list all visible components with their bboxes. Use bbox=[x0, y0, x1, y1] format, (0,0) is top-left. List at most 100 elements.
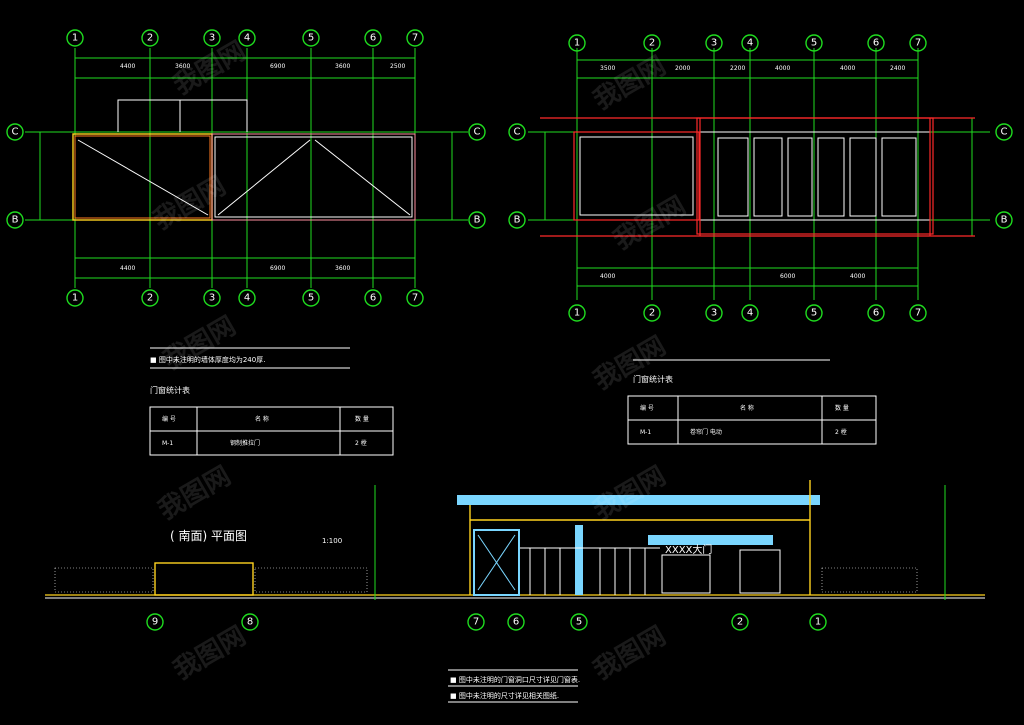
svg-text:B: B bbox=[514, 215, 521, 226]
axis-bubble: 5 bbox=[302, 29, 320, 47]
svg-text:数 量: 数 量 bbox=[835, 404, 849, 412]
axis-bubble: B bbox=[6, 211, 24, 229]
axis-bubble: 1 bbox=[568, 34, 586, 52]
axis-bubble: 3 bbox=[203, 29, 221, 47]
svg-text:我图网: 我图网 bbox=[149, 171, 232, 236]
svg-text:B: B bbox=[12, 215, 19, 226]
axis-bubble: 7 bbox=[909, 34, 927, 52]
svg-text:3600: 3600 bbox=[335, 265, 350, 272]
axis-bubble: 2 bbox=[643, 304, 661, 322]
axis-bubble: 1 bbox=[66, 289, 84, 307]
svg-text:门窗统计表: 门窗统计表 bbox=[150, 385, 190, 395]
svg-text:3: 3 bbox=[209, 33, 215, 44]
axis-bubble: C bbox=[468, 123, 486, 141]
svg-text:5: 5 bbox=[811, 38, 817, 49]
right-plan-axis-top: 1 2 3 4 5 6 7 bbox=[568, 34, 927, 52]
svg-text:4000: 4000 bbox=[600, 273, 615, 280]
svg-text:7: 7 bbox=[915, 308, 921, 319]
svg-text:钢制推拉门: 钢制推拉门 bbox=[230, 439, 260, 447]
axis-bubble: 6 bbox=[364, 29, 382, 47]
svg-text:名 称: 名 称 bbox=[740, 404, 754, 412]
svg-text:5: 5 bbox=[811, 308, 817, 319]
svg-text:7: 7 bbox=[412, 293, 418, 304]
svg-text:编 号: 编 号 bbox=[640, 404, 654, 412]
svg-text:C: C bbox=[12, 127, 19, 138]
left-note: ■ 图中未注明的墙体厚度均为240厚. 门窗统计表 bbox=[150, 347, 350, 395]
svg-text:我图网: 我图网 bbox=[609, 191, 692, 256]
left-plan-axis-bottom: 1 2 3 4 5 6 7 bbox=[66, 289, 424, 307]
svg-text:5: 5 bbox=[308, 33, 314, 44]
svg-text:2: 2 bbox=[649, 38, 655, 49]
svg-text:1: 1 bbox=[574, 308, 580, 319]
axis-bubble: 1 bbox=[568, 304, 586, 322]
svg-text:C: C bbox=[1001, 127, 1008, 138]
right-note: 门窗统计表 bbox=[633, 359, 830, 384]
svg-text:■ 图中未注明的门窗洞口尺寸详见门窗表.: ■ 图中未注明的门窗洞口尺寸详见门窗表. bbox=[450, 675, 580, 684]
axis-bubble: 5 bbox=[805, 304, 823, 322]
svg-text:4: 4 bbox=[747, 38, 753, 49]
svg-text:B: B bbox=[1001, 215, 1008, 226]
axis-bubble: 8 bbox=[241, 613, 259, 631]
svg-text:7: 7 bbox=[473, 617, 479, 628]
svg-text:我图网: 我图网 bbox=[169, 621, 252, 686]
right-plan-row-axes: C B C B bbox=[508, 123, 1013, 229]
axis-bubble: B bbox=[508, 211, 526, 229]
elevation-axis-bubbles: 9 8 7 6 5 2 1 bbox=[146, 613, 827, 631]
svg-text:2400: 2400 bbox=[890, 65, 905, 72]
axis-bubble: 3 bbox=[203, 289, 221, 307]
left-door-table: 编 号 名 称 数 量 M-1 钢制推拉门 2 樘 bbox=[149, 406, 394, 456]
svg-text:4000: 4000 bbox=[840, 65, 855, 72]
elevation-scale: 1:100 bbox=[322, 537, 342, 545]
axis-bubble: 4 bbox=[238, 289, 256, 307]
svg-text:2 樘: 2 樘 bbox=[835, 428, 847, 436]
axis-bubble: 2 bbox=[141, 289, 159, 307]
svg-text:C: C bbox=[514, 127, 521, 138]
svg-text:1: 1 bbox=[72, 33, 78, 44]
axis-bubble: 7 bbox=[406, 29, 424, 47]
axis-bubble: C bbox=[6, 123, 24, 141]
svg-text:M-1: M-1 bbox=[162, 440, 173, 447]
axis-bubble: C bbox=[508, 123, 526, 141]
svg-text:4400: 4400 bbox=[120, 265, 135, 272]
svg-text:3: 3 bbox=[711, 308, 717, 319]
axis-bubble: 4 bbox=[741, 34, 759, 52]
axis-bubble: 6 bbox=[507, 613, 525, 631]
svg-text:6000: 6000 bbox=[780, 273, 795, 280]
svg-text:4400: 4400 bbox=[120, 63, 135, 70]
svg-text:名 称: 名 称 bbox=[255, 415, 269, 423]
svg-text:■ 图中未注明的尺寸详见相关图纸.: ■ 图中未注明的尺寸详见相关图纸. bbox=[450, 691, 559, 700]
svg-text:4000: 4000 bbox=[775, 65, 790, 72]
svg-text:4000: 4000 bbox=[850, 273, 865, 280]
axis-bubble: 5 bbox=[570, 613, 588, 631]
svg-text:1: 1 bbox=[72, 293, 78, 304]
svg-text:M-1: M-1 bbox=[640, 429, 651, 436]
axis-bubble: 1 bbox=[66, 29, 84, 47]
svg-text:3600: 3600 bbox=[175, 63, 190, 70]
axis-bubble: 9 bbox=[146, 613, 164, 631]
right-door-table: 编 号 名 称 数 量 M-1 卷帘门 电动 2 樘 bbox=[627, 395, 877, 445]
svg-text:■ 图中未注明的墙体厚度均为240厚.: ■ 图中未注明的墙体厚度均为240厚. bbox=[150, 355, 265, 364]
svg-text:2: 2 bbox=[737, 617, 743, 628]
svg-text:9: 9 bbox=[152, 617, 158, 628]
elevation-view: XXXX大门 ( 南面) 平面图 1:100 bbox=[45, 480, 985, 600]
svg-text:6: 6 bbox=[873, 308, 879, 319]
svg-text:C: C bbox=[474, 127, 481, 138]
svg-text:数 量: 数 量 bbox=[355, 415, 369, 423]
svg-text:2: 2 bbox=[147, 293, 153, 304]
left-plan-row-axes: C B C B bbox=[6, 123, 486, 229]
svg-text:1: 1 bbox=[815, 617, 821, 628]
svg-text:6: 6 bbox=[513, 617, 519, 628]
svg-text:3: 3 bbox=[209, 293, 215, 304]
svg-text:2200: 2200 bbox=[730, 65, 745, 72]
bottom-notes: ■ 图中未注明的门窗洞口尺寸详见门窗表. ■ 图中未注明的尺寸详见相关图纸. bbox=[448, 669, 580, 703]
svg-text:2: 2 bbox=[649, 308, 655, 319]
svg-text:编 号: 编 号 bbox=[162, 415, 176, 423]
axis-bubble: 6 bbox=[364, 289, 382, 307]
left-plan-axis-top: 1 2 3 4 5 6 7 bbox=[66, 29, 424, 47]
svg-text:我图网: 我图网 bbox=[589, 461, 672, 526]
axis-bubble: 7 bbox=[406, 289, 424, 307]
svg-text:6900: 6900 bbox=[270, 265, 285, 272]
svg-text:6: 6 bbox=[370, 33, 376, 44]
axis-bubble: 5 bbox=[302, 289, 320, 307]
